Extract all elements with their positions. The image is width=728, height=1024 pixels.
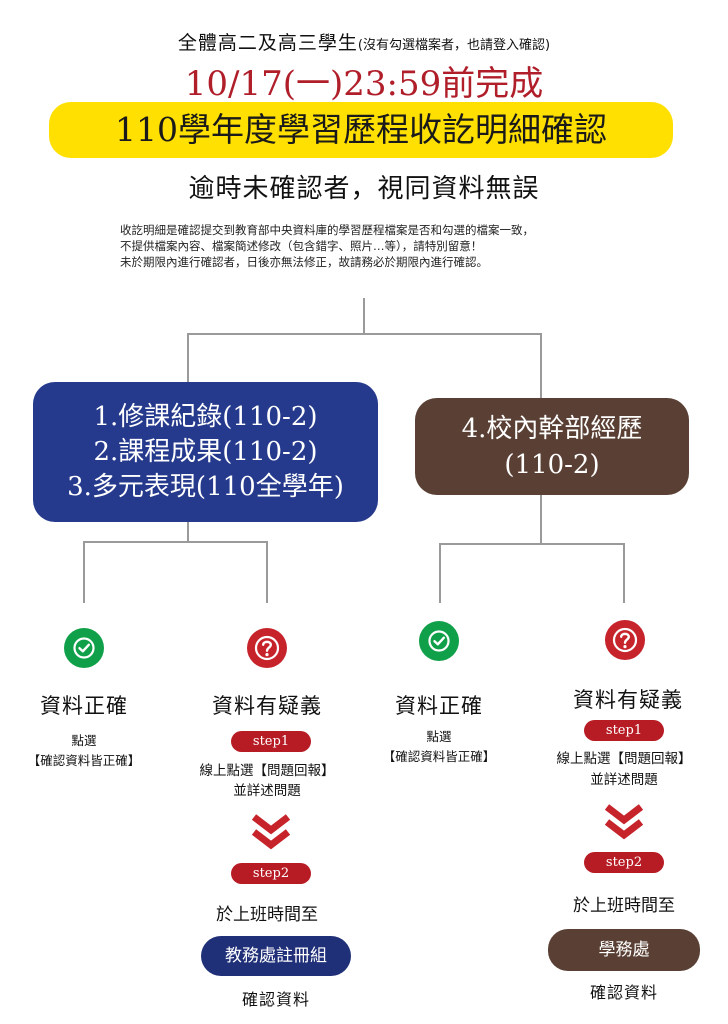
left-step1-line1: 線上點選【問題回報】 xyxy=(199,763,335,779)
connector-line xyxy=(83,541,85,603)
audience-note: (沒有勾選檔案者，也請登入確認) xyxy=(357,38,551,53)
connector-line xyxy=(187,333,542,335)
left-step1-line2: 並詳述問題 xyxy=(233,783,301,799)
check-circle-icon xyxy=(419,621,459,661)
description-line: 不提供檔案內容、檔案簡述修改（包含錯字、照片…等），請特別留意！ xyxy=(120,239,483,253)
main-banner: 110學年度學習歷程收訖明細確認 xyxy=(49,102,673,158)
category-item: 4.校內幹部經歷 xyxy=(461,413,643,444)
category-box-cadre: 4.校內幹部經歷 (110-2) xyxy=(415,398,689,495)
connector-line xyxy=(540,495,542,544)
audience-line: 全體高二及高三學生(沒有勾選檔案者，也請登入確認) xyxy=(0,28,728,55)
right-step1-line1: 線上點選【問題回報】 xyxy=(556,751,692,767)
right-correct-heading: 資料正確 xyxy=(395,694,483,718)
left-doubt-heading: 資料有疑義 xyxy=(212,694,322,718)
connector-line xyxy=(623,543,625,603)
connector-line xyxy=(187,333,189,383)
right-step2-text: 於上班時間至 xyxy=(573,896,675,916)
connector-line xyxy=(363,298,365,334)
step2-badge: step2 xyxy=(231,863,311,884)
left-correct-line2: 【確認資料皆正確】 xyxy=(27,753,141,768)
description-line: 收訖明細是確認提交到教育部中央資料庫的學習歷程檔案是否和勾選的檔案一致， xyxy=(120,223,534,237)
question-circle-icon xyxy=(605,620,645,660)
connector-line xyxy=(83,541,268,543)
description-line: 未於期限內進行確認者，日後亦無法修正，故請務必於期限內進行確認。 xyxy=(120,255,488,269)
check-circle-icon xyxy=(64,628,104,668)
connector-line xyxy=(439,543,625,545)
double-chevron-down-icon xyxy=(251,814,291,850)
connector-line xyxy=(266,541,268,603)
step1-badge: step1 xyxy=(584,720,664,741)
category-item: 1.修課紀錄(110-2) xyxy=(93,401,318,432)
step2-badge: step2 xyxy=(584,852,664,873)
right-step1-line2: 並詳述問題 xyxy=(590,772,658,788)
category-item: 2.課程成果(110-2) xyxy=(93,436,318,467)
connector-line xyxy=(187,522,189,542)
question-circle-icon xyxy=(247,628,287,668)
office-badge-registration: 教務處註冊組 xyxy=(201,936,351,976)
connector-line xyxy=(439,543,441,603)
left-correct-heading: 資料正確 xyxy=(40,694,128,718)
connector-line xyxy=(540,333,542,399)
description: 收訖明細是確認提交到教育部中央資料庫的學習歷程檔案是否和勾選的檔案一致， 不提供… xyxy=(120,222,680,270)
right-confirm-text: 確認資料 xyxy=(589,983,658,1002)
left-correct-line1: 點選 xyxy=(71,733,97,748)
category-item: 3.多元表現(110全學年) xyxy=(67,471,344,502)
office-badge-student-affairs: 學務處 xyxy=(548,929,700,971)
category-item: (110-2) xyxy=(504,449,600,480)
right-correct-line2: 【確認資料皆正確】 xyxy=(382,749,496,764)
right-doubt-heading: 資料有疑義 xyxy=(573,688,683,712)
audience-text: 全體高二及高三學生 xyxy=(177,32,358,54)
deadline-title: 10/17(一)23:59前完成 xyxy=(184,64,544,104)
category-box-courses: 1.修課紀錄(110-2) 2.課程成果(110-2) 3.多元表現(110全學… xyxy=(33,382,378,522)
right-correct-line1: 點選 xyxy=(426,729,452,744)
double-chevron-down-icon xyxy=(604,804,644,840)
warning-text: 逾時未確認者，視同資料無誤 xyxy=(188,174,540,204)
left-step2-text: 於上班時間至 xyxy=(216,905,318,925)
step1-badge: step1 xyxy=(231,731,311,752)
left-confirm-text: 確認資料 xyxy=(241,990,310,1009)
